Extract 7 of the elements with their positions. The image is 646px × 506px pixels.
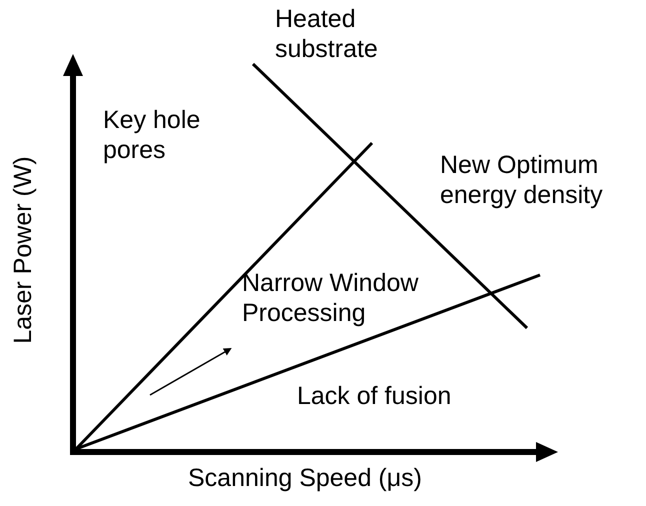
region-label: Heated substrate [275, 4, 379, 64]
region-label: Key hole pores [103, 105, 202, 165]
axis-title: Laser Power (W) [8, 155, 38, 346]
region-label: New Optimum energy density [440, 150, 604, 210]
region-label: Narrow Window Processing [242, 268, 420, 328]
axis-title: Scanning Speed (μs) [188, 463, 423, 493]
region-label: Lack of fusion [297, 381, 452, 411]
